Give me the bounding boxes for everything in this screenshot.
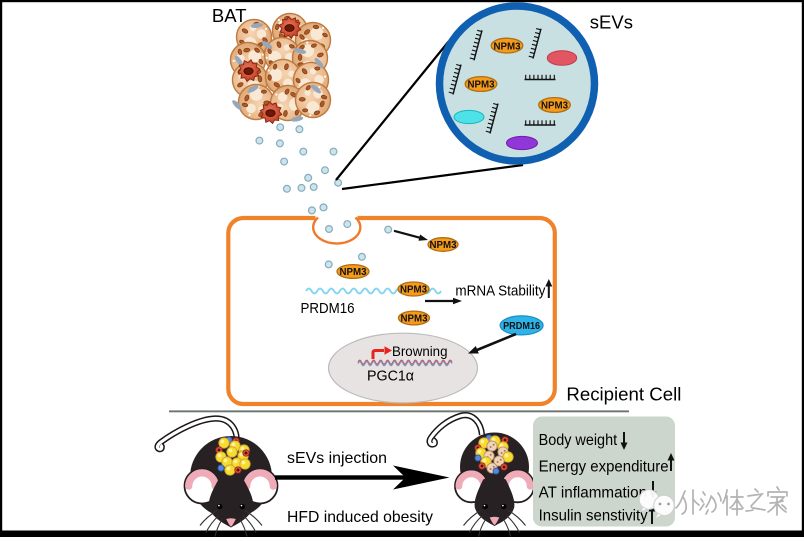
svg-text:PRDM16: PRDM16 [503, 321, 540, 332]
svg-text:sEVs: sEVs [590, 12, 633, 33]
svg-text:AT inflammation: AT inflammation [539, 485, 648, 502]
svg-text:HFD induced obesity: HFD induced obesity [287, 509, 433, 526]
svg-text:Browning: Browning [392, 343, 448, 359]
svg-text:NPM3: NPM3 [541, 100, 568, 112]
svg-text:Insulin senstivity: Insulin senstivity [539, 508, 648, 525]
svg-text:NPM3: NPM3 [340, 266, 367, 278]
svg-text:NPM3: NPM3 [494, 40, 521, 52]
svg-text:NPM3: NPM3 [430, 239, 457, 251]
svg-text:sEVs injection: sEVs injection [287, 450, 387, 467]
svg-text:BAT: BAT [212, 5, 247, 26]
svg-text:mRNA Stability: mRNA Stability [455, 284, 546, 300]
svg-text:Body weight: Body weight [539, 432, 618, 449]
svg-text:Energy expenditure: Energy expenditure [539, 459, 669, 476]
svg-text:NPM3: NPM3 [401, 313, 428, 325]
svg-text:NPM3: NPM3 [468, 79, 495, 91]
svg-text:PGC1α: PGC1α [367, 369, 414, 385]
svg-text:NPM3: NPM3 [400, 284, 427, 296]
svg-text:PRDM16: PRDM16 [301, 301, 355, 317]
svg-text:Recipient Cell: Recipient Cell [566, 384, 681, 405]
